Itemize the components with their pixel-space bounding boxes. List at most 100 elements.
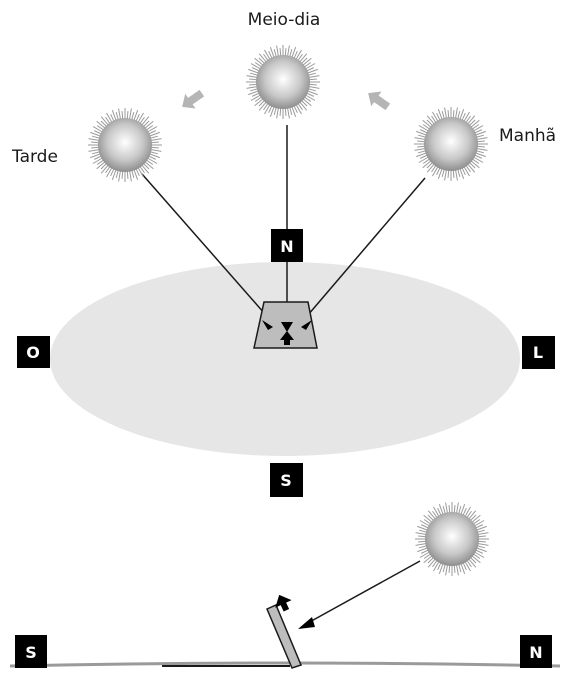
sun-ray xyxy=(135,168,140,177)
sun-ray xyxy=(92,157,103,164)
sun-ray xyxy=(92,135,101,139)
sun-ray xyxy=(420,524,429,529)
sun-ray xyxy=(471,555,481,564)
sun-ray xyxy=(441,168,445,177)
sun-ray xyxy=(477,535,486,538)
sun-ray xyxy=(452,169,455,178)
sun-ray xyxy=(418,535,427,538)
sun-ray xyxy=(437,168,443,179)
sun-ray xyxy=(476,529,485,533)
svg-text:L: L xyxy=(533,343,543,362)
sun-ray xyxy=(93,155,102,160)
sun-ray xyxy=(96,161,106,170)
sun-ray xyxy=(426,163,435,173)
sun-ray xyxy=(473,553,481,559)
sun-ray xyxy=(469,162,476,169)
sun-ray xyxy=(295,104,302,115)
sun-ray xyxy=(258,53,267,63)
sun-ray xyxy=(110,113,115,122)
svg-text:O: O xyxy=(26,343,40,362)
sun-ray xyxy=(422,119,432,128)
sun-ray xyxy=(93,130,102,135)
sun-ray xyxy=(144,120,154,129)
sun-ray xyxy=(474,154,483,159)
sun-ray xyxy=(431,115,437,123)
sun-ray xyxy=(273,106,277,115)
sun-ray xyxy=(420,549,429,554)
sun-ray xyxy=(147,157,158,164)
sun-ray xyxy=(464,561,471,572)
sun-ray xyxy=(250,63,261,70)
sun-ray xyxy=(475,524,484,529)
sun-ray xyxy=(416,152,427,158)
sun-ray xyxy=(105,116,111,124)
sun-ray xyxy=(460,563,466,574)
sun-ray xyxy=(465,165,471,173)
sun-ray xyxy=(477,540,486,543)
sun-ray xyxy=(447,110,450,119)
sun-ray xyxy=(427,510,436,520)
sun-ray xyxy=(306,67,315,72)
sun-ray xyxy=(141,116,150,126)
sun-ray xyxy=(279,107,282,116)
sun-ray xyxy=(416,130,427,136)
sun-ray xyxy=(96,120,106,129)
sun-ray xyxy=(458,506,462,515)
sun-ray xyxy=(248,68,259,74)
sun-ray xyxy=(305,94,316,101)
afternoon-label: Tarde xyxy=(11,147,58,167)
sun-ray xyxy=(455,107,458,119)
sun-ray xyxy=(458,563,462,572)
sun-ray xyxy=(472,158,480,164)
sun-ray xyxy=(456,564,459,576)
sun-ray xyxy=(467,115,476,125)
sun-ray xyxy=(129,170,132,182)
sun-ray xyxy=(461,112,466,121)
sun-ray xyxy=(477,532,489,535)
sun-ray xyxy=(445,564,448,576)
sun-ray xyxy=(301,100,308,107)
sun-ray xyxy=(100,163,107,170)
sun-ray xyxy=(432,111,439,122)
sun-ray xyxy=(464,506,471,517)
sun-ray xyxy=(88,149,100,152)
sun-ray xyxy=(476,137,488,140)
sun-ray xyxy=(115,112,119,121)
tilted-collector xyxy=(266,604,303,669)
sun-ray xyxy=(417,145,426,148)
sun-ray xyxy=(264,49,271,60)
sun-ray xyxy=(149,151,158,155)
sun-ray xyxy=(91,146,100,149)
sun-ray xyxy=(291,106,297,117)
incident-arrowhead xyxy=(298,617,315,629)
sun-ray xyxy=(417,140,426,143)
sun-ray xyxy=(308,78,317,81)
sun-ray xyxy=(148,155,157,160)
sun-ray xyxy=(106,112,113,123)
sun-ray xyxy=(307,90,318,96)
afternoon-arrowhead xyxy=(262,320,273,330)
sun-ray xyxy=(463,111,470,122)
sun-ray xyxy=(418,134,427,138)
sun-ray xyxy=(141,164,150,174)
sun-ray xyxy=(258,100,265,107)
sun-ray xyxy=(299,53,308,63)
sun-ray xyxy=(457,168,461,177)
sun-ray xyxy=(475,150,484,154)
sun-ray xyxy=(422,158,430,164)
sun-ray xyxy=(473,519,481,525)
sun-ray xyxy=(139,166,145,174)
sun-disc xyxy=(256,55,310,109)
sun-ray xyxy=(126,170,129,179)
sun-ray xyxy=(427,558,436,568)
sun-ray xyxy=(433,561,440,572)
sun-ray xyxy=(461,167,466,176)
sun-ray xyxy=(472,124,480,130)
sun-ray xyxy=(91,141,100,144)
sun-ray xyxy=(250,88,259,92)
sun-ray xyxy=(96,125,104,131)
sun-ray xyxy=(135,113,140,122)
sun-ray xyxy=(143,163,150,170)
compass-west-box: O xyxy=(17,336,50,368)
